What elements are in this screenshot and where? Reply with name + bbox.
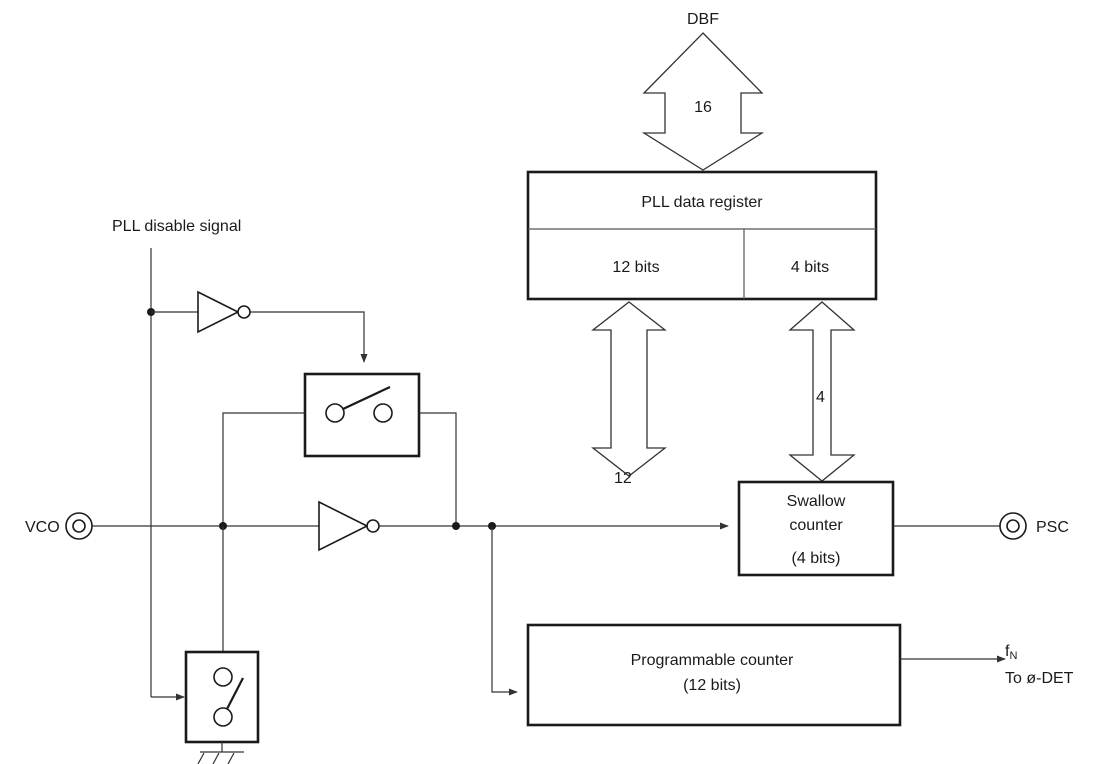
psc-label: PSC [1036,519,1069,536]
dbf-bus-width: 16 [694,99,712,116]
ground-symbol [197,751,244,764]
field-12bits-label: 12 bits [612,259,659,276]
vco-label: VCO [25,519,60,536]
swallow-counter-label-3: (4 bits) [792,550,841,567]
pll-data-register-label: PLL data register [641,194,763,211]
upper-switch [303,372,421,458]
to-det-label: To ø-DET [1005,670,1074,687]
fn-label: fN [1005,643,1017,662]
pll-disable-signal-label: PLL disable signal [112,218,241,235]
bus-12bit-width: 12 [614,470,632,487]
programmable-counter-label-2: (12 bits) [683,677,741,694]
programmable-counter: Programmable counter (12 bits) [526,623,902,727]
inverter-main [318,500,380,552]
main-line-to-programmable-arrow [491,526,518,696]
bus-4bit-width: 4 [816,389,825,406]
pll-data-register: PLL data register 12 bits 4 bits [526,170,878,301]
inverter-top [197,290,251,334]
field-4bits-label: 4 bits [791,259,829,276]
bus-12bit-arrow [591,301,667,477]
inverter-to-upper-switch-arrow [250,311,368,363]
lower-switch [184,650,260,744]
swallow-counter-label-2: counter [789,517,843,534]
junction-dot [452,522,460,530]
vco-terminal [65,512,93,540]
dbf-bus-arrow [641,32,765,171]
programmable-counter-label-1: Programmable counter [631,652,794,669]
psc-terminal [999,512,1027,540]
dbf-label: DBF [687,11,719,28]
swallow-counter-label-1: Swallow [787,493,846,510]
swallow-counter: Swallow counter (4 bits) [737,480,895,577]
